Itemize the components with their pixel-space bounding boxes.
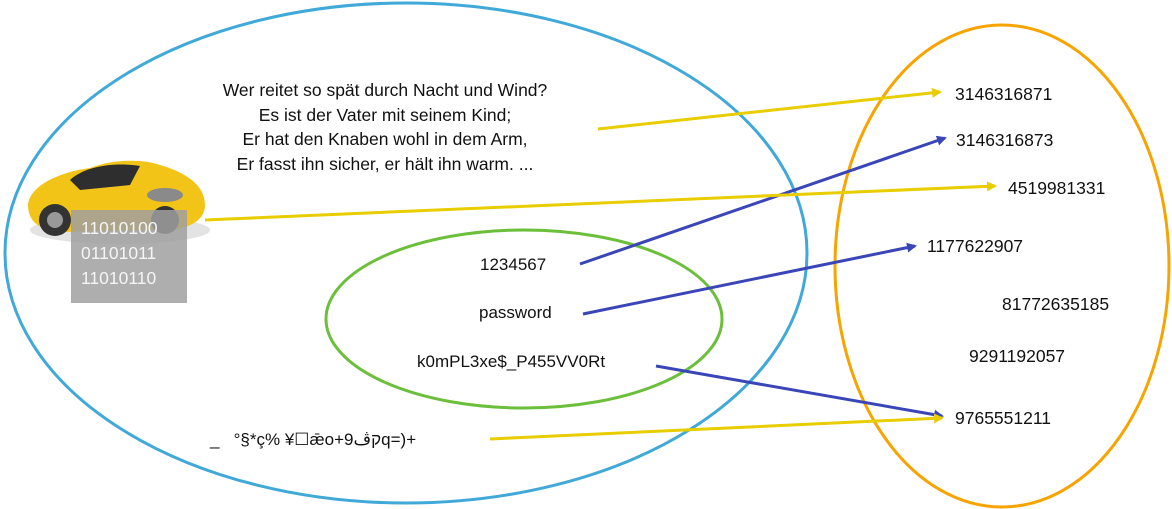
poem-line: Er fasst ihn sicher, er hält ihn warm. .… xyxy=(236,153,534,174)
hash-value: 4519981331 xyxy=(1008,178,1106,198)
hash-set-ellipse xyxy=(833,23,1171,509)
poem-line: Er hat den Knaben wohl in dem Arm, xyxy=(242,129,528,149)
poem-text: Wer reitet so spät durch Nacht und Wind?… xyxy=(160,78,610,176)
garbage-string: _ °§*ç% ¥☐ǣo+קڤ9q=)+ xyxy=(210,430,417,449)
arrow-car-to-hash xyxy=(204,181,997,222)
hash-value: 9765551211 xyxy=(955,408,1052,428)
hash-value: 9291192057 xyxy=(969,346,1066,366)
password-set-ellipse xyxy=(324,228,724,410)
binary-line: 01101011 xyxy=(81,243,157,263)
arrow-password-to-hash xyxy=(582,242,917,316)
password-item: password xyxy=(479,303,552,322)
poem-line: Wer reitet so spät durch Nacht und Wind? xyxy=(222,80,548,100)
binary-data-box: 11010100 01101011 11010110 xyxy=(71,210,187,303)
hash-value: 3146316871 xyxy=(955,84,1053,104)
arrow-1234567-to-hash xyxy=(579,135,947,266)
hash-value: 3146316873 xyxy=(956,130,1054,150)
input-set-ellipse xyxy=(3,1,809,505)
binary-line: 11010100 xyxy=(81,218,158,238)
binary-line: 11010110 xyxy=(81,268,157,288)
poem-line: Es ist der Vater mit seinem Kind; xyxy=(258,104,512,125)
password-item: k0mPL3xe$_P455VV0Rt xyxy=(417,352,606,371)
hash-value: 1177622907 xyxy=(927,236,1024,256)
arrow-poem-to-hash xyxy=(597,87,942,131)
password-item: 1234567 xyxy=(480,255,547,274)
arrow-garbage-to-hash xyxy=(489,413,944,441)
hash-value: 81772635185 xyxy=(1002,294,1110,314)
arrow-complex-to-hash xyxy=(655,364,944,420)
